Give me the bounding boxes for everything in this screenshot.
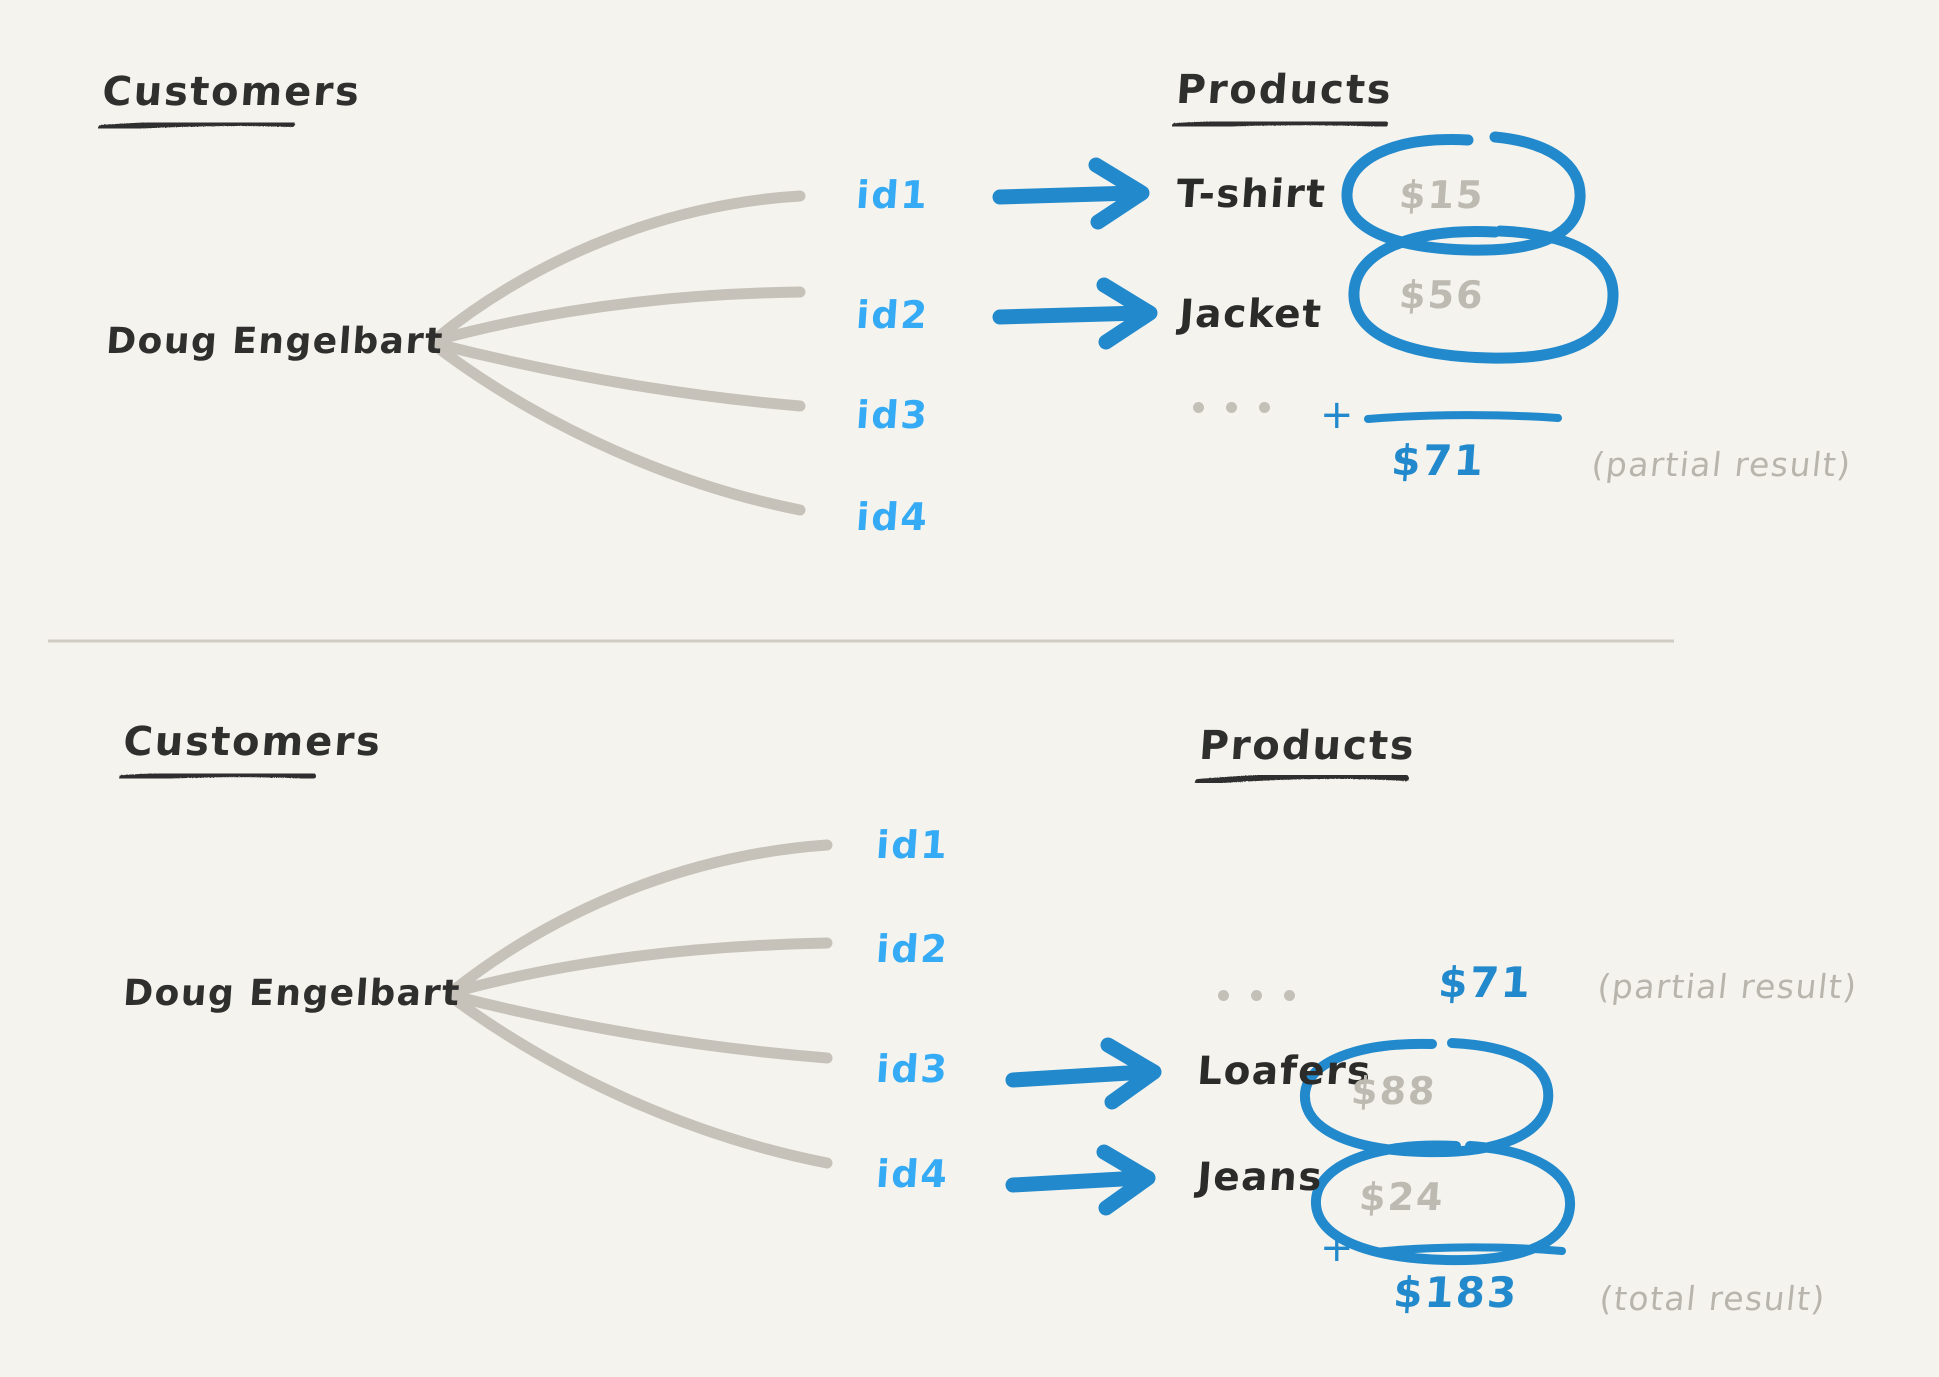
arrow-bottom-3-head	[1100, 1037, 1162, 1110]
panel-top-product-1: T-shirt	[1174, 172, 1328, 217]
panel-top-ellipsis	[1193, 402, 1270, 413]
panel-bottom-customer-name: Doug Engelbart	[121, 973, 463, 1014]
arrow-bottom-4-shaft	[1005, 1170, 1148, 1193]
panel-bottom-id-label-1[interactable]: id1	[874, 823, 951, 867]
fan-lines-bottom	[448, 839, 833, 1169]
arrows-bottom	[1005, 1037, 1162, 1216]
panel-bottom-products-heading: Products	[1197, 723, 1418, 769]
panel-bottom-product-4: Jeans	[1195, 1155, 1325, 1200]
panel-top-id-label-3[interactable]: id3	[854, 393, 931, 437]
panel-bottom-ellipsis	[1218, 990, 1295, 1001]
arrow-top-1-head	[1088, 157, 1150, 230]
panel-bottom-carried-value: $71	[1436, 958, 1534, 1007]
ellipsis-dot	[1226, 402, 1237, 413]
ellipsis-dot	[1251, 990, 1262, 1001]
arrow-top-1-shaft	[992, 185, 1142, 205]
fan-line-bottom-1	[448, 839, 833, 996]
fan-line-top-2	[431, 286, 806, 346]
panel-bottom-price-4: $24	[1357, 1175, 1447, 1219]
panel-top-product-2: Jacket	[1177, 292, 1324, 337]
panel-bottom-id-label-2[interactable]: id2	[874, 927, 951, 971]
fan-lines-top	[431, 190, 806, 516]
panel-top-products-heading: Products	[1174, 67, 1395, 113]
fan-line-top-1	[431, 190, 806, 344]
panel-top-id-label-4[interactable]: id4	[854, 495, 931, 539]
panel-top-customer-name: Doug Engelbart	[104, 321, 446, 362]
sum-rule-bottom	[1370, 1243, 1566, 1256]
panel-top-customers-heading: Customers	[100, 69, 363, 115]
fan-line-bottom-3	[448, 990, 833, 1064]
products-underline-bottom	[1195, 772, 1409, 785]
ellipsis-dot	[1218, 990, 1229, 1001]
panel-top-result-note: (partial result)	[1589, 445, 1854, 484]
panel-top-plus-sign: +	[1320, 392, 1354, 438]
panel-top-sum-value: $71	[1389, 436, 1487, 485]
ellipsis-dot	[1259, 402, 1270, 413]
fan-line-bottom-2	[448, 937, 833, 998]
panel-top-price-2: $56	[1397, 273, 1487, 317]
panel-bottom-sum-value: $183	[1391, 1268, 1521, 1317]
fan-line-top-4	[431, 341, 806, 516]
panel-top-price-1: $15	[1397, 173, 1487, 217]
panel-top-id-label-1[interactable]: id1	[854, 173, 931, 217]
fan-line-bottom-4	[448, 993, 833, 1169]
ellipsis-dot	[1193, 402, 1204, 413]
customers-underline-top	[98, 120, 295, 131]
panel-bottom-id-label-4[interactable]: id4	[874, 1152, 951, 1196]
panel-top-id-label-2[interactable]: id2	[854, 293, 931, 337]
ellipsis-dot	[1284, 990, 1295, 1001]
panel-bottom-customers-heading: Customers	[121, 719, 384, 765]
fan-line-top-3	[431, 338, 806, 412]
arrow-bottom-4-head	[1096, 1144, 1156, 1216]
panel-bottom-product-3: Loafers	[1195, 1049, 1374, 1094]
arrow-bottom-3-shaft	[1005, 1064, 1153, 1088]
panel-bottom-carried-note: (partial result)	[1595, 967, 1860, 1006]
panel-bottom-plus-sign: +	[1320, 1225, 1354, 1271]
sum-rule-top	[1364, 411, 1562, 423]
arrow-top-2-head	[1096, 277, 1158, 350]
products-underline-top	[1172, 119, 1388, 129]
arrows-top	[992, 157, 1158, 350]
panel-bottom-result-note: (total result)	[1597, 1279, 1828, 1318]
arrow-top-2-shaft	[992, 305, 1150, 325]
panel-bottom-id-label-3[interactable]: id3	[874, 1047, 951, 1091]
panel-bottom-price-3: $88	[1349, 1069, 1439, 1113]
customers-underline-bottom2	[119, 771, 316, 781]
